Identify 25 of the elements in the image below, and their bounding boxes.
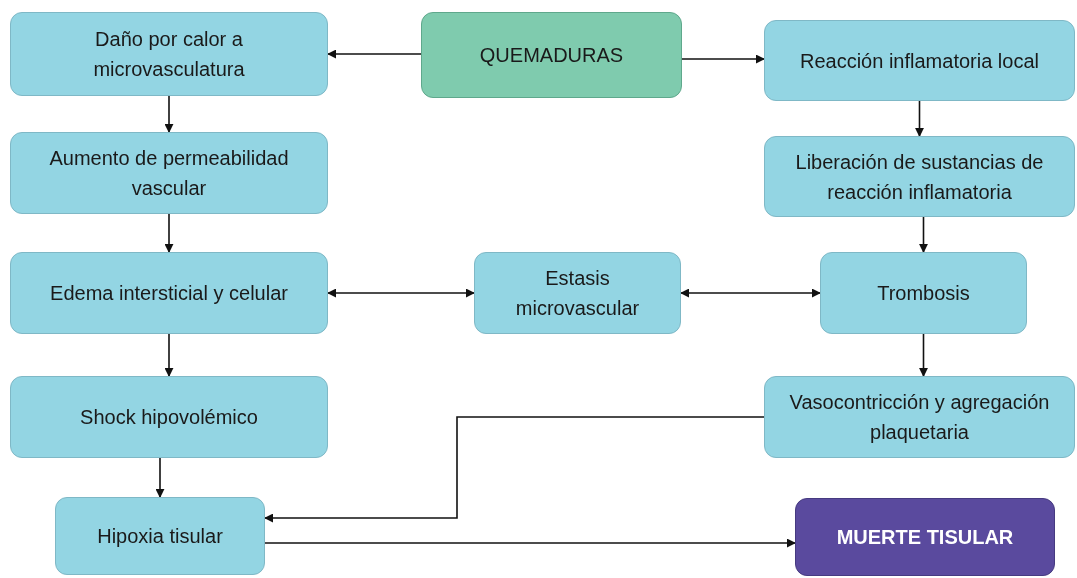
arrow [264,538,796,548]
arrow [919,333,928,377]
process-box: Hipoxia tisular [55,497,265,575]
process-box: Daño por calor a microvasculatura [10,12,328,96]
process-box: Vasocontricción y agregación plaquetaria [764,376,1075,458]
arrow [327,49,422,59]
arrow [164,213,174,253]
arrow [919,216,928,253]
arrow [327,288,475,298]
process-box: Liberación de sustancias de reacción inflamatoria [764,136,1075,217]
process-box: Aumento de permeabilidad vascular [10,132,328,214]
process-box: Estasis microvascular [474,252,681,334]
arrow [155,457,165,498]
arrow [164,333,174,377]
arrow [681,54,765,64]
process-box: MUERTE TISULAR [795,498,1055,576]
process-box: Shock hipovolémico [10,376,328,458]
process-box: QUEMADURAS [421,12,682,98]
arrow [680,288,821,298]
arrow [164,95,174,133]
process-box: Reacción inflamatoria local [764,20,1075,101]
process-box: Trombosis [820,252,1027,334]
process-box: Edema intersticial y celular [10,252,328,334]
arrow [915,100,924,137]
arrow [264,416,765,523]
